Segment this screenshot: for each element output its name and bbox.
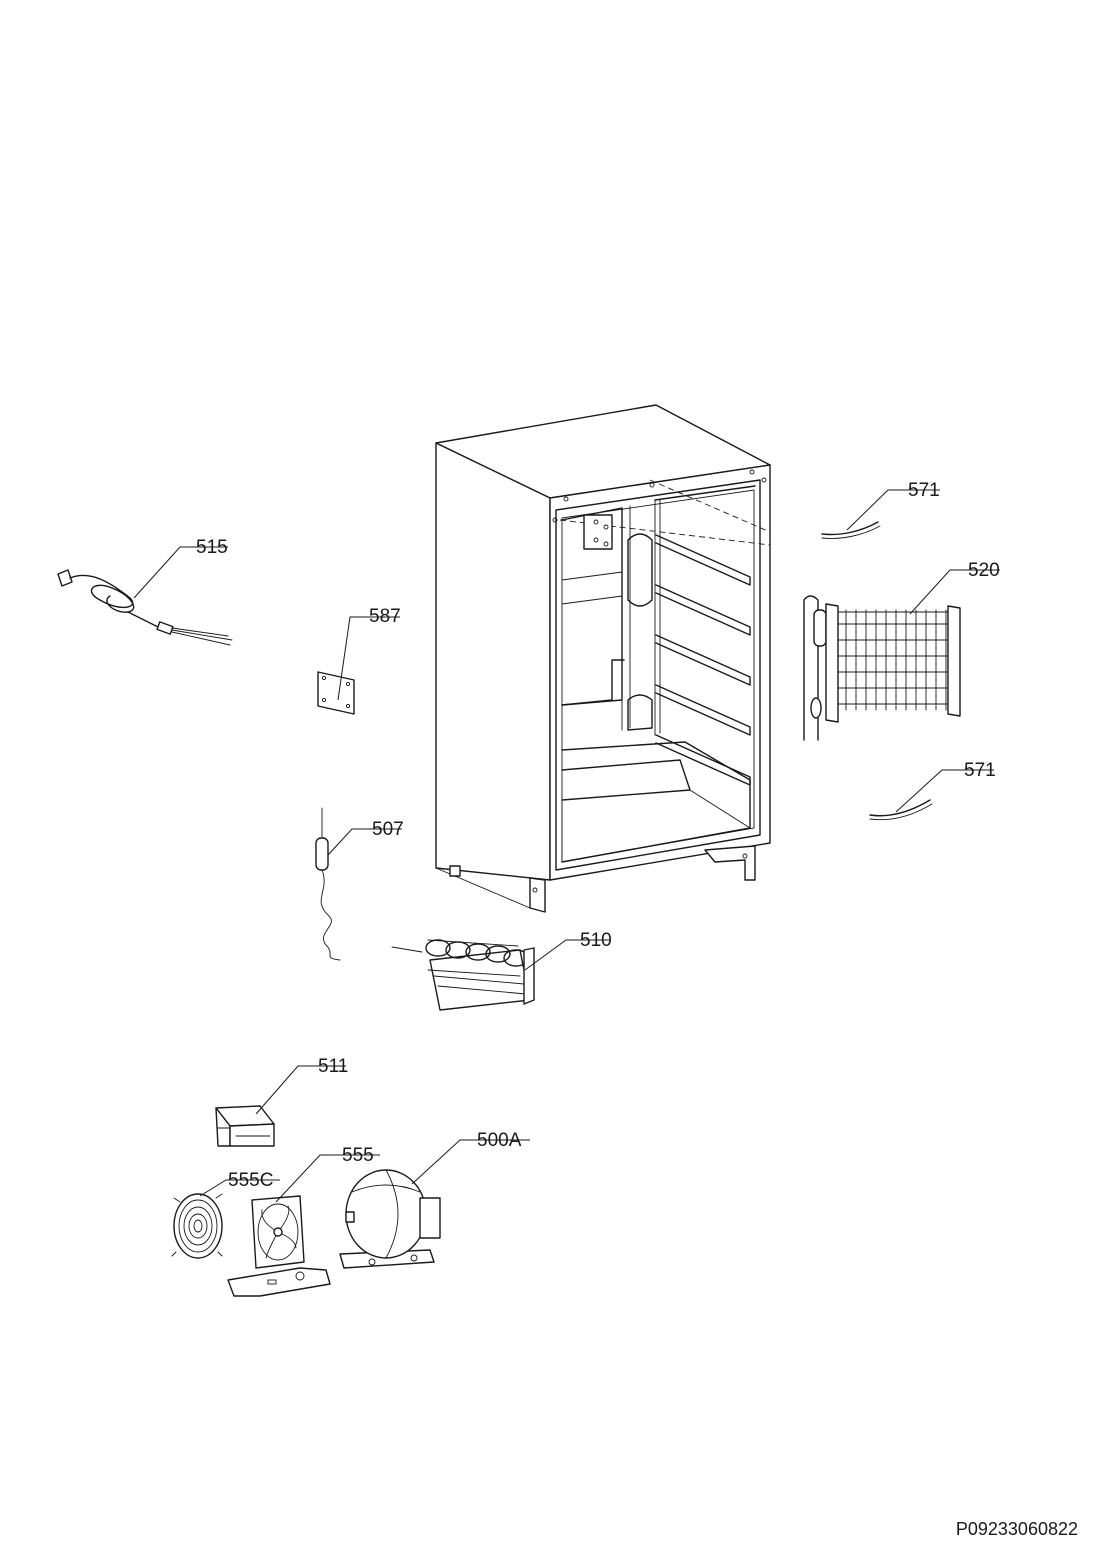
callout-511: 511 <box>318 1056 348 1077</box>
callout-555: 555 <box>342 1145 374 1166</box>
leader-lines <box>133 489 1000 1203</box>
evaporator-drawing <box>391 939 535 1011</box>
callout-500a: 500A <box>477 1130 522 1151</box>
callout-507: 507 <box>372 819 404 840</box>
callout-555c: 555C <box>228 1170 273 1191</box>
document-id: P09233060822 <box>956 1519 1078 1539</box>
tray-drawing <box>215 1105 275 1147</box>
callout-520: 520 <box>968 560 1000 581</box>
power-cord-drawing <box>57 569 233 646</box>
plate-drawing <box>317 671 355 715</box>
wire-bottom-drawing <box>869 799 933 821</box>
cabinet-drawing <box>435 404 771 913</box>
callout-587: 587 <box>369 606 401 627</box>
condenser-drawing <box>803 595 961 741</box>
fan-motor-drawing <box>227 1195 331 1297</box>
callout-515: 515 <box>196 537 228 558</box>
compressor-drawing <box>339 1169 441 1269</box>
wire-top-drawing <box>821 521 881 539</box>
callout-571-top: 571 <box>908 480 940 501</box>
fan-guard-drawing <box>171 1193 223 1259</box>
callout-571-bottom: 571 <box>964 760 996 781</box>
callout-510: 510 <box>580 930 612 951</box>
drier-drawing <box>315 807 341 961</box>
